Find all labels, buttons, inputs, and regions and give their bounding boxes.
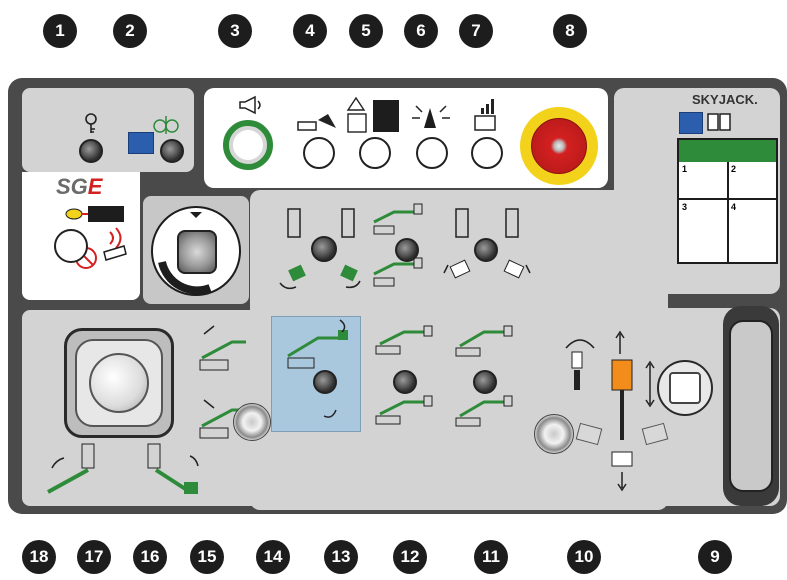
guide-step-4: 4 — [731, 202, 737, 212]
guide-card: 1 2 3 4 — [677, 138, 778, 264]
tilt-icon — [128, 132, 154, 154]
drive-switch[interactable] — [657, 360, 713, 416]
function-selector-dial[interactable] — [151, 206, 241, 296]
beacon-button[interactable] — [416, 137, 448, 169]
guide-header — [679, 140, 776, 162]
steer-knob[interactable] — [474, 238, 498, 262]
callout-17: 17 — [77, 540, 111, 574]
callout-9: 9 — [698, 540, 732, 574]
horn-button[interactable] — [223, 120, 273, 170]
level-icon — [153, 116, 179, 134]
callout-4: 4 — [293, 14, 327, 48]
platform-rotate-knob[interactable] — [311, 236, 337, 262]
sge-logo: SGE — [56, 174, 103, 199]
callout-14: 14 — [256, 540, 290, 574]
steer-icon — [443, 208, 531, 279]
hand-machine-icon — [65, 206, 127, 269]
sge-override-button[interactable] — [54, 229, 88, 263]
left-mount-ring — [233, 403, 271, 441]
callout-11: 11 — [474, 540, 508, 574]
callout-8: 8 — [553, 14, 587, 48]
callout-3: 3 — [218, 14, 252, 48]
selector-arc-icon — [158, 212, 212, 295]
emergency-stop-icon[interactable] — [520, 107, 598, 185]
guide-step-3: 3 — [682, 202, 688, 212]
telescope-icon — [375, 325, 433, 425]
beacon-icon — [412, 105, 450, 128]
book-icon — [707, 113, 731, 131]
callout-13: 13 — [324, 540, 358, 574]
riser-icon — [455, 325, 513, 427]
callout-5: 5 — [349, 14, 383, 48]
callout-7: 7 — [459, 14, 493, 48]
boom-highlight-icon — [287, 319, 348, 418]
battery-button[interactable] — [471, 137, 503, 169]
skyjack-logo: SKYJACK. — [692, 92, 758, 107]
callout-12: 12 — [393, 540, 427, 574]
callout-1: 1 — [43, 14, 77, 48]
callout-16: 16 — [133, 540, 167, 574]
callout-15: 15 — [190, 540, 224, 574]
turntable-rotate-icon — [279, 208, 361, 290]
riser-knob[interactable] — [473, 370, 497, 394]
joystick-steer-icon — [47, 443, 199, 494]
side-slot — [723, 306, 779, 506]
callout-10: 10 — [567, 540, 601, 574]
key-icon — [85, 113, 97, 133]
joystick-icon[interactable] — [64, 328, 174, 438]
guide-step-1: 1 — [682, 164, 688, 174]
telescope-knob[interactable] — [393, 370, 417, 394]
drive-icon — [297, 114, 336, 131]
drive-steer-diagram-icon — [565, 330, 669, 492]
boom-lift-knob[interactable] — [313, 370, 337, 394]
callout-18: 18 — [22, 540, 56, 574]
guide-step-2: 2 — [731, 164, 737, 174]
callout-6: 6 — [404, 14, 438, 48]
horn-icon — [239, 95, 261, 115]
key-switch[interactable] — [79, 139, 103, 163]
jib-icon — [373, 203, 423, 287]
machine-icon — [679, 112, 703, 134]
lift-warning-icon — [346, 96, 399, 133]
battery-icon — [474, 99, 496, 131]
callout-2: 2 — [113, 14, 147, 48]
lift-enable-button[interactable] — [359, 137, 391, 169]
drive-enable-button[interactable] — [303, 137, 335, 169]
tilt-switch[interactable] — [160, 139, 184, 163]
right-mount-ring — [534, 414, 574, 454]
